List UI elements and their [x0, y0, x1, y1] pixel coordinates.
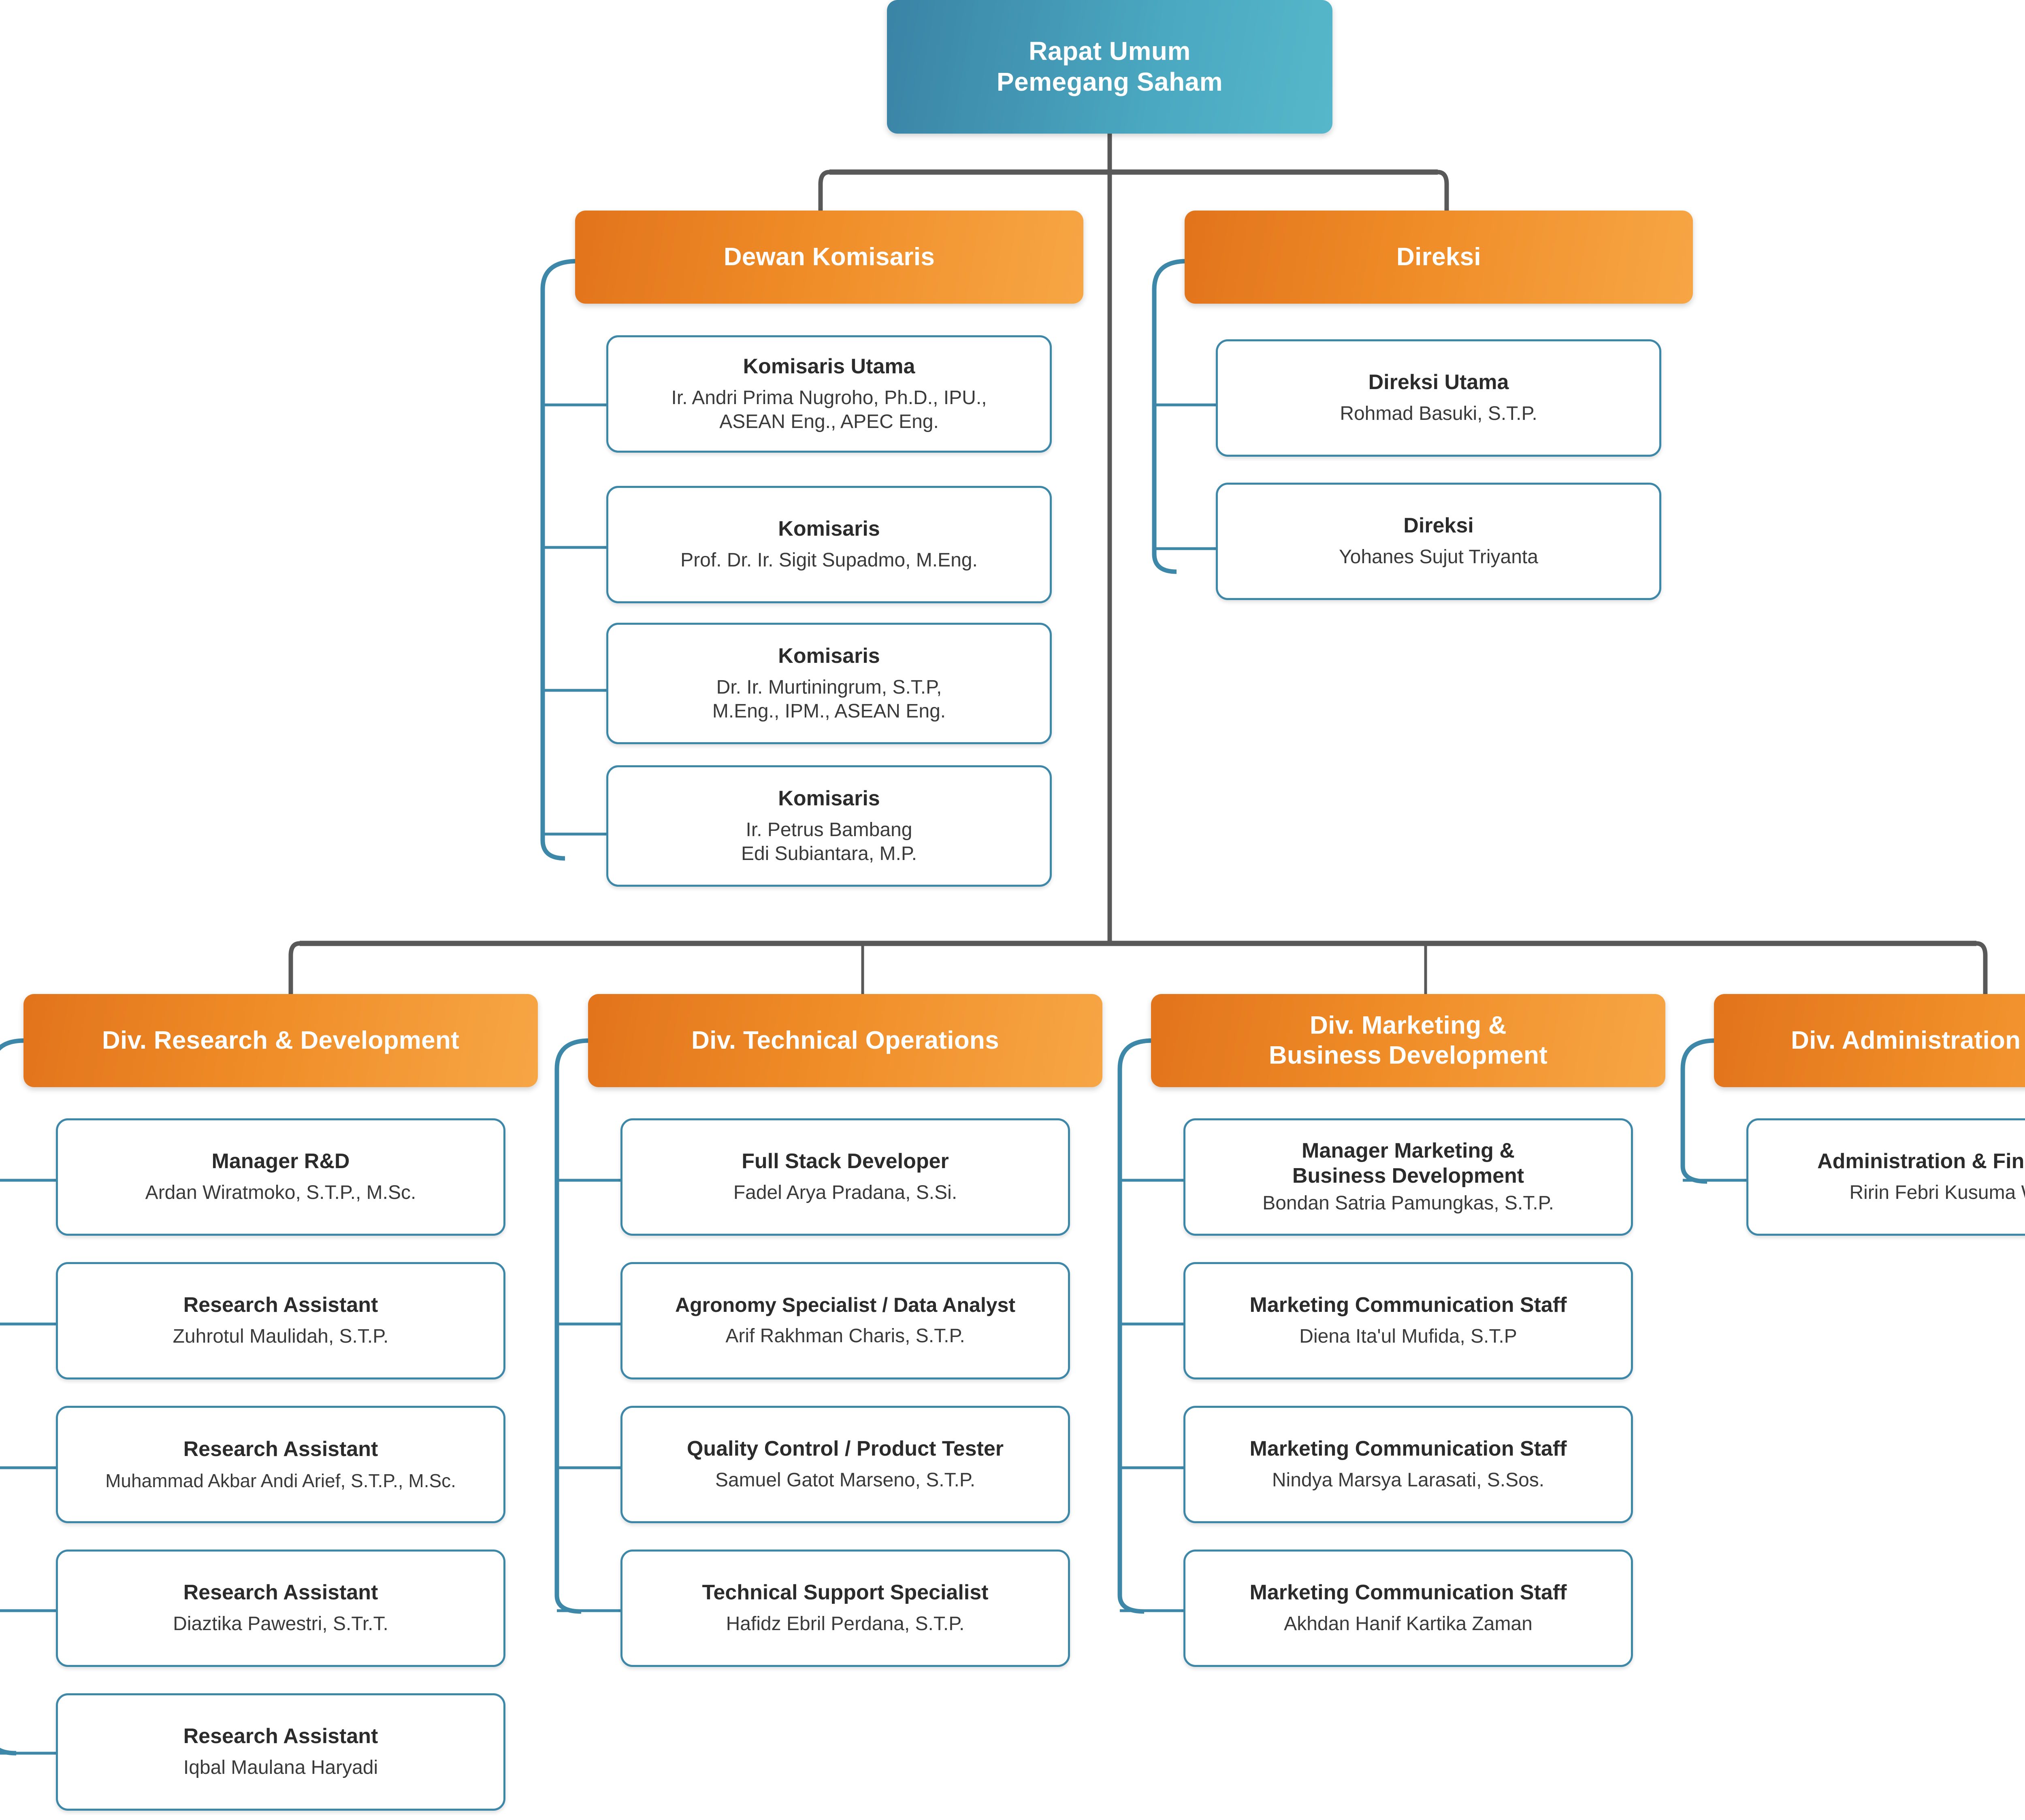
- node-komisaris-sigit-supadmo[interactable]: Komisaris Prof. Dr. Ir. Sigit Supadmo, M…: [606, 486, 1052, 603]
- node-technical-support-specialist[interactable]: Technical Support Specialist Hafidz Ebri…: [620, 1550, 1070, 1667]
- node-title: Div. Technical Operations: [691, 1026, 999, 1054]
- node-person-name: Ir. Petrus Bambang Edi Subiantara, M.P.: [741, 819, 917, 864]
- node-person-name: Yohanes Sujut Triyanta: [1339, 546, 1538, 568]
- node-dewan-komisaris[interactable]: Dewan Komisaris: [575, 211, 1083, 304]
- node-person-name: Arif Rakhman Charis, S.T.P.: [725, 1325, 965, 1347]
- node-title: Quality Control / Product Tester: [686, 1437, 1004, 1461]
- node-direksi-header[interactable]: Direksi: [1185, 211, 1693, 304]
- node-komisaris-murtiningrum[interactable]: Komisaris Dr. Ir. Murtiningrum, S.T.P, M…: [606, 623, 1052, 744]
- node-person-name: Dr. Ir. Murtiningrum, S.T.P, M.Eng., IPM…: [712, 677, 946, 722]
- node-title: Komisaris: [778, 644, 880, 668]
- node-person-name: Bondan Satria Pamungkas, S.T.P.: [1262, 1192, 1554, 1214]
- node-title: Marketing Communication Staff: [1249, 1581, 1567, 1605]
- node-research-assistant-diaztika[interactable]: Research Assistant Diaztika Pawestri, S.…: [56, 1550, 505, 1667]
- node-person-name: Iqbal Maulana Haryadi: [183, 1757, 378, 1779]
- node-marketing-communication-staff-nindya[interactable]: Marketing Communication Staff Nindya Mar…: [1183, 1406, 1633, 1523]
- node-rapat-umum-pemegang-saham[interactable]: Rapat Umum Pemegang Saham: [887, 0, 1332, 134]
- node-full-stack-developer[interactable]: Full Stack Developer Fadel Arya Pradana,…: [620, 1118, 1070, 1236]
- node-agronomy-specialist-data-analyst[interactable]: Agronomy Specialist / Data Analyst Arif …: [620, 1262, 1070, 1379]
- node-komisaris-petrus-bambang[interactable]: Komisaris Ir. Petrus Bambang Edi Subiant…: [606, 765, 1052, 887]
- node-person-name: Diaztika Pawestri, S.Tr.T.: [173, 1613, 388, 1635]
- node-title: Div. Administration & Finance: [1791, 1026, 2021, 1054]
- node-person-name: Hafidz Ebril Perdana, S.T.P.: [726, 1613, 965, 1635]
- node-person-name: Zuhrotul Maulidah, S.T.P.: [173, 1326, 389, 1347]
- node-person-name: Samuel Gatot Marseno, S.T.P.: [715, 1469, 976, 1491]
- node-title: Research Assistant: [183, 1293, 378, 1317]
- node-komisaris-utama[interactable]: Komisaris Utama Ir. Andri Prima Nugroho,…: [606, 335, 1052, 453]
- node-person-name: Ardan Wiratmoko, S.T.P., M.Sc.: [145, 1182, 416, 1204]
- node-person-name: Rohmad Basuki, S.T.P.: [1340, 403, 1537, 425]
- node-quality-control-product-tester[interactable]: Quality Control / Product Tester Samuel …: [620, 1406, 1070, 1523]
- node-div-marketing-business-development[interactable]: Div. Marketing & Business Development: [1151, 994, 1665, 1087]
- node-title: Administration & Finance Staff: [1817, 1149, 2025, 1173]
- node-title: Marketing Communication Staff: [1249, 1293, 1567, 1317]
- node-title: Div. Research & Development: [102, 1026, 460, 1054]
- node-person-name: Muhammad Akbar Andi Arief, S.T.P., M.Sc.: [105, 1470, 456, 1491]
- node-manager-marketing-business-development[interactable]: Manager Marketing & Business Development…: [1183, 1118, 1633, 1236]
- node-administration-finance-staff[interactable]: Administration & Finance Staff Ririn Feb…: [1746, 1118, 2025, 1236]
- node-direksi-utama[interactable]: Direksi Utama Rohmad Basuki, S.T.P.: [1216, 339, 1661, 457]
- node-div-administration-finance[interactable]: Div. Administration & Finance: [1714, 994, 2025, 1087]
- node-title: Technical Support Specialist: [702, 1581, 989, 1605]
- node-title: Manager Marketing & Business Development: [1292, 1139, 1524, 1188]
- node-title: Rapat Umum Pemegang Saham: [996, 36, 1223, 96]
- node-title: Manager R&D: [211, 1149, 350, 1173]
- node-div-research-development[interactable]: Div. Research & Development: [23, 994, 538, 1087]
- node-person-name: Nindya Marsya Larasati, S.Sos.: [1272, 1469, 1545, 1491]
- node-person-name: Prof. Dr. Ir. Sigit Supadmo, M.Eng.: [680, 549, 978, 571]
- node-title: Full Stack Developer: [742, 1149, 949, 1173]
- node-title: Research Assistant: [183, 1437, 378, 1461]
- node-person-name: Akhdan Hanif Kartika Zaman: [1284, 1613, 1533, 1635]
- node-marketing-communication-staff-akhdan[interactable]: Marketing Communication Staff Akhdan Han…: [1183, 1550, 1633, 1667]
- node-marketing-communication-staff-diena[interactable]: Marketing Communication Staff Diena Ita'…: [1183, 1262, 1633, 1379]
- node-title: Direksi Utama: [1368, 370, 1509, 394]
- node-person-name: Fadel Arya Pradana, S.Si.: [733, 1182, 957, 1204]
- node-title: Marketing Communication Staff: [1249, 1437, 1567, 1461]
- node-title: Komisaris: [778, 517, 880, 541]
- node-direksi-yohanes[interactable]: Direksi Yohanes Sujut Triyanta: [1216, 483, 1661, 600]
- node-research-assistant-zuhrotul[interactable]: Research Assistant Zuhrotul Maulidah, S.…: [56, 1262, 505, 1379]
- node-manager-rnd[interactable]: Manager R&D Ardan Wiratmoko, S.T.P., M.S…: [56, 1118, 505, 1236]
- node-title: Research Assistant: [183, 1581, 378, 1605]
- node-title: Agronomy Specialist / Data Analyst: [675, 1294, 1016, 1317]
- node-title: Research Assistant: [183, 1724, 378, 1748]
- node-person-name: Ririn Febri Kusuma Wardani: [1849, 1182, 2025, 1204]
- node-title: Direksi: [1403, 514, 1474, 538]
- node-person-name: Ir. Andri Prima Nugroho, Ph.D., IPU., AS…: [671, 387, 987, 432]
- node-title: Direksi: [1396, 243, 1481, 271]
- node-person-name: Diena Ita'ul Mufida, S.T.P: [1299, 1326, 1517, 1347]
- node-div-technical-operations[interactable]: Div. Technical Operations: [588, 994, 1102, 1087]
- node-research-assistant-iqbal[interactable]: Research Assistant Iqbal Maulana Haryadi: [56, 1693, 505, 1811]
- node-title: Div. Marketing & Business Development: [1268, 1011, 1548, 1069]
- node-title: Komisaris Utama: [743, 354, 915, 378]
- node-research-assistant-muhammad-akbar[interactable]: Research Assistant Muhammad Akbar Andi A…: [56, 1406, 505, 1523]
- node-title: Dewan Komisaris: [723, 243, 935, 271]
- node-title: Komisaris: [778, 786, 880, 810]
